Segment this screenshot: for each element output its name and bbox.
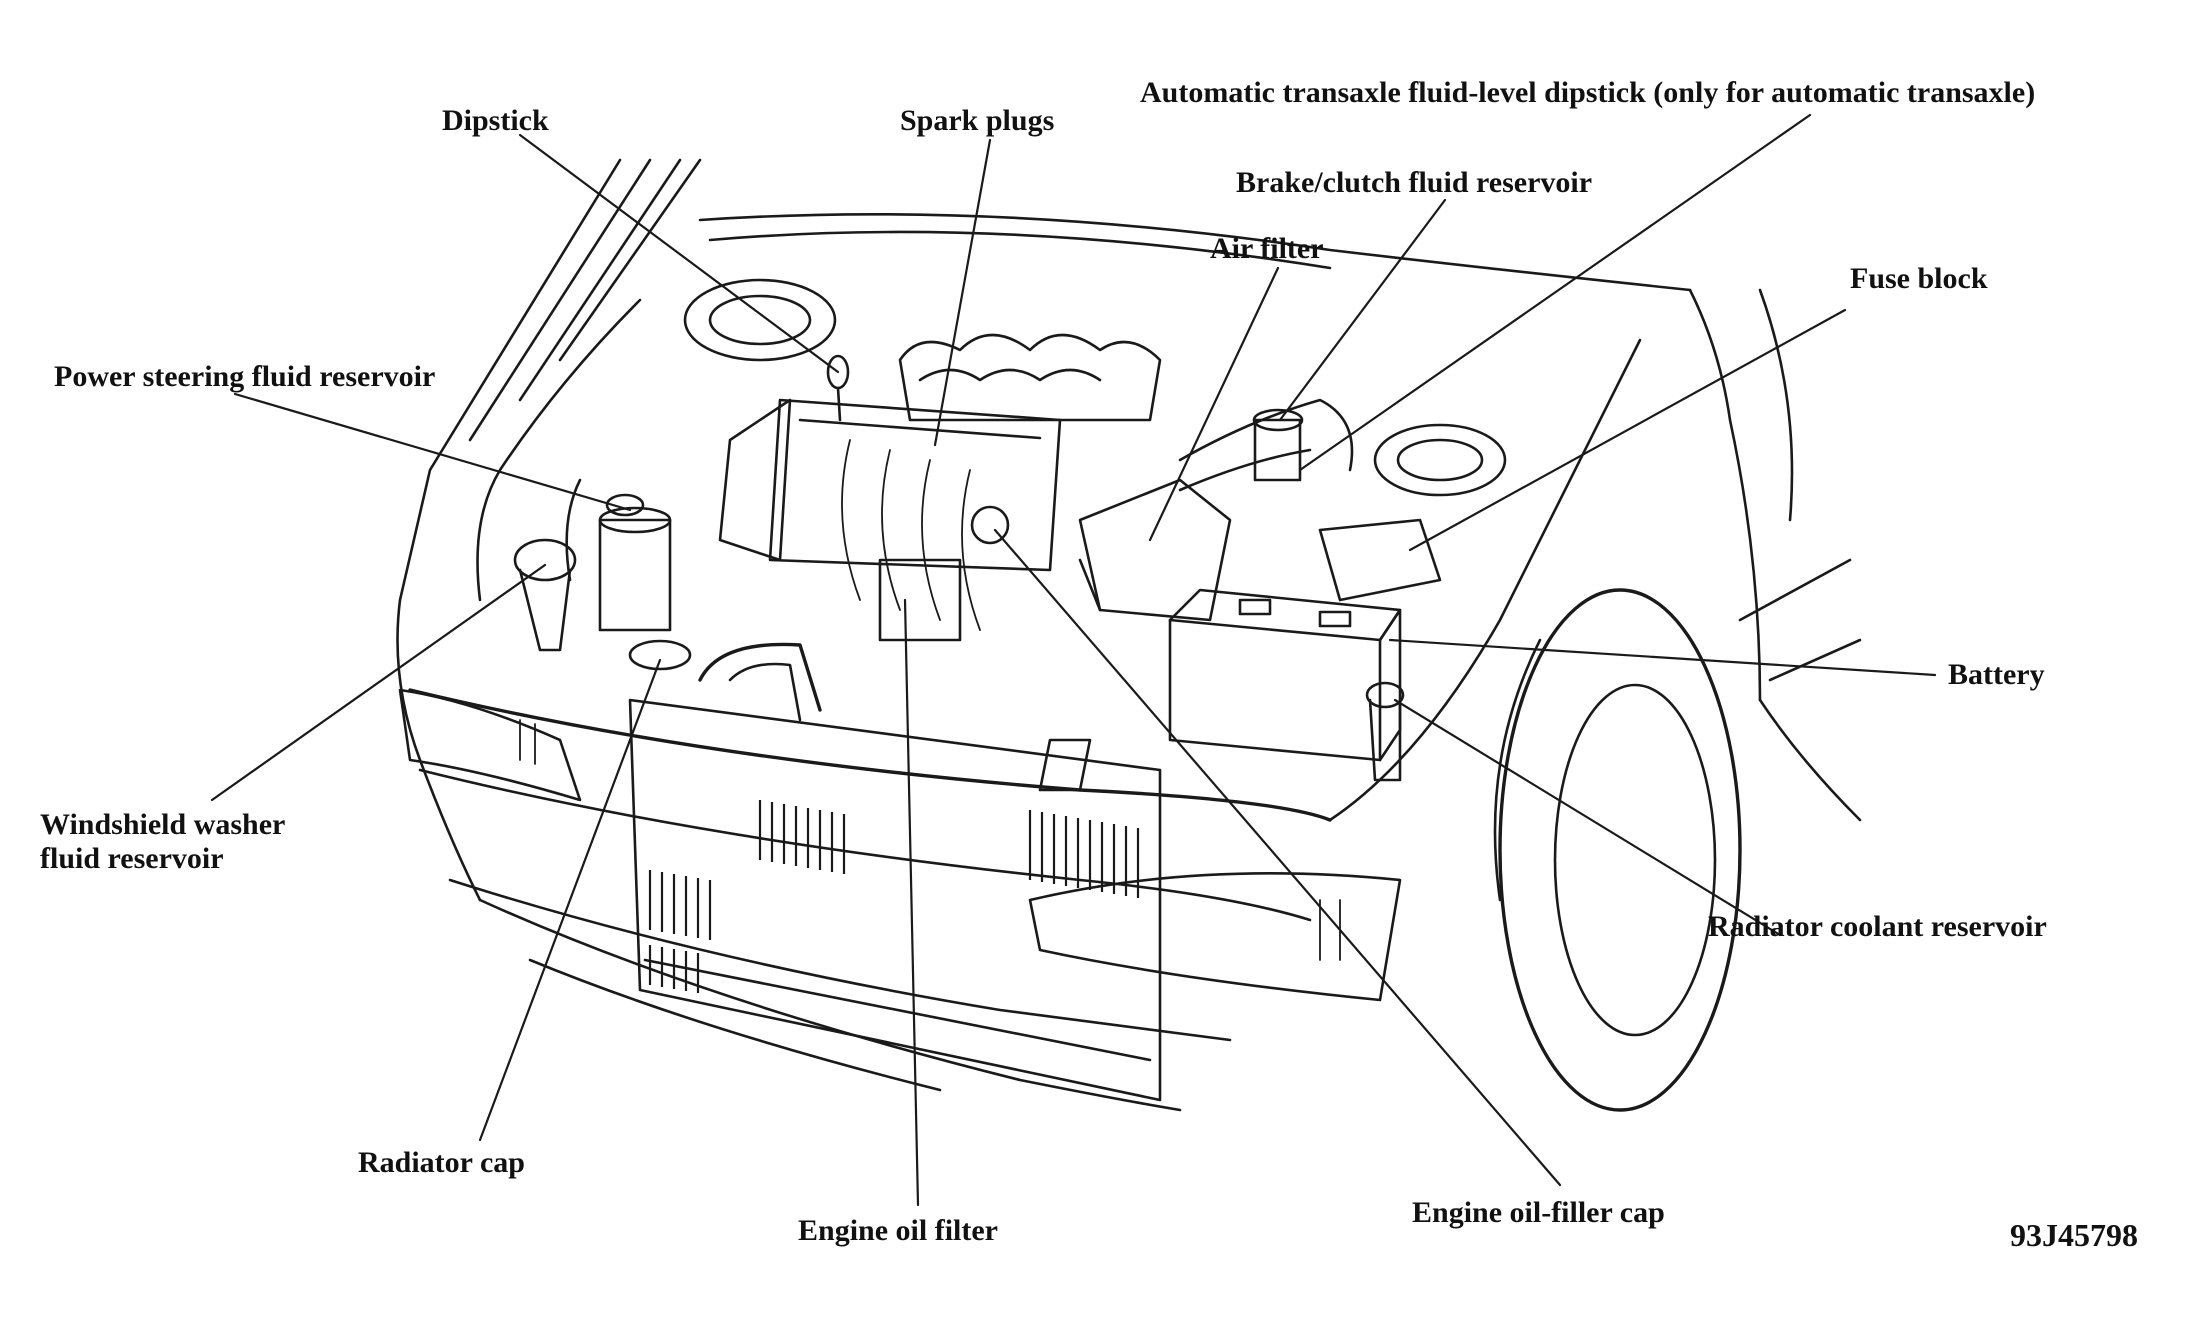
leader-air-filter	[1148, 266, 1280, 542]
label-power-steering-reservoir: Power steering fluid reservoir	[54, 360, 436, 393]
leader-spark-plugs	[933, 138, 992, 447]
leader-radiator-cap	[478, 658, 662, 1142]
radiator-grille	[628, 698, 1162, 1102]
label-auto-transaxle-dipstick: Automatic transaxle fluid-level dipstick…	[1140, 76, 2036, 109]
leader-lines	[210, 113, 1937, 1207]
figure-id: 93J45798	[2010, 1217, 2138, 1253]
label-spark-plugs: Spark plugs	[900, 104, 1055, 137]
label-radiator-coolant-reservoir: Radiator coolant reservoir	[1708, 910, 2047, 943]
label-fuse-block: Fuse block	[1850, 262, 1988, 295]
leader-oil-filler-cap	[993, 528, 1562, 1187]
leader-brake-clutch-reservoir	[1278, 198, 1447, 422]
engine-components	[513, 278, 1507, 792]
leader-fuse-block	[1408, 308, 1847, 552]
label-engine-oil-filler-cap: Engine oil-filler cap	[1412, 1196, 1665, 1229]
car-body	[396, 158, 1862, 1112]
label-washer-reservoir: Windshield washer fluid reservoir	[40, 808, 286, 875]
leader-auto-transaxle-dipstick	[1298, 113, 1812, 472]
label-brake-clutch-reservoir: Brake/clutch fluid reservoir	[1236, 166, 1593, 199]
label-battery: Battery	[1948, 658, 2045, 691]
leader-oil-filter	[903, 598, 920, 1207]
label-radiator-cap: Radiator cap	[358, 1146, 525, 1179]
leader-power-steering	[233, 392, 632, 512]
leader-washer-reservoir	[210, 563, 547, 802]
leader-battery	[1388, 638, 1937, 677]
leader-coolant-reservoir	[1393, 698, 1782, 937]
leader-dipstick	[518, 133, 840, 374]
label-engine-oil-filter: Engine oil filter	[798, 1214, 998, 1247]
label-dipstick: Dipstick	[442, 104, 549, 137]
label-air-filter: Air filter	[1210, 232, 1324, 265]
